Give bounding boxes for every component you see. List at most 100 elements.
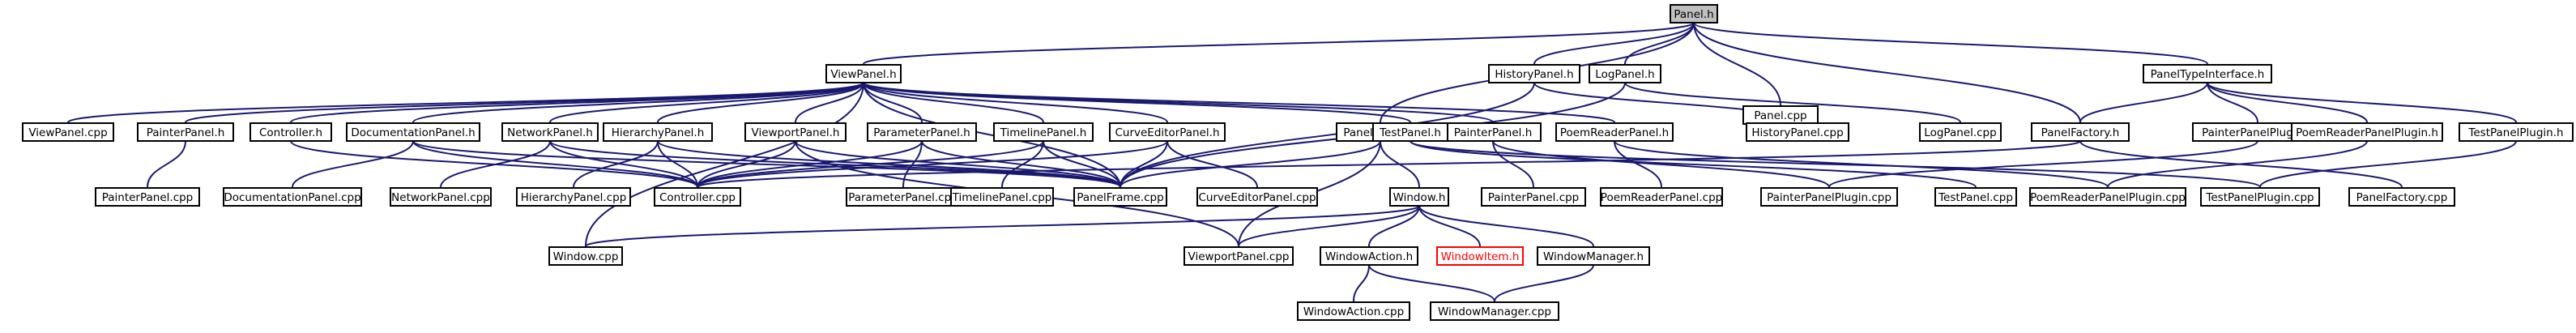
edge-panelframe-h-to-panelframe-cpp xyxy=(1120,132,1384,188)
edge-documentationpanel-h-to-panelframe-cpp xyxy=(408,132,1121,188)
node-painterpanel-cpp-2[interactable]: PainterPanel.cpp xyxy=(1481,187,1586,207)
edge-logpanel-h-to-logpanel-cpp xyxy=(1621,74,1961,123)
edge-window-h-to-windowmanager-h xyxy=(1415,197,1594,247)
node-windowitem-h[interactable]: WindowItem.h xyxy=(1436,246,1524,266)
node-painterpanel-h-2[interactable]: PainterPanel.h xyxy=(1444,122,1542,142)
node-curveeditorpanel-h[interactable]: CurveEditorPanel.h xyxy=(1109,122,1226,142)
node-poemreaderpanel-h[interactable]: PoemReaderPanel.h xyxy=(1555,122,1674,142)
edge-timelinepanel-h-to-panelframe-cpp xyxy=(1039,132,1121,188)
node-logpanel-h[interactable]: LogPanel.h xyxy=(1589,64,1661,83)
node-label: WindowManager.h xyxy=(1543,250,1644,263)
node-panelframe-cpp[interactable]: PanelFrame.cpp xyxy=(1073,187,1167,207)
edge-timelinepanel-h-to-controller-cpp xyxy=(697,132,1047,188)
node-curveeditorpanel-cpp[interactable]: CurveEditorPanel.cpp xyxy=(1196,187,1318,207)
node-label: HistoryPanel.h xyxy=(1495,68,1573,81)
node-hierarchypanel-cpp[interactable]: HierarchyPanel.cpp xyxy=(516,187,631,207)
edge-viewpanel-h-to-timelinepanel-h xyxy=(859,74,1044,123)
node-timelinepanel-h[interactable]: TimelinePanel.h xyxy=(993,122,1094,142)
node-documentationpanel-cpp[interactable]: DocumentationPanel.cpp xyxy=(223,187,362,207)
edge-panel-h-to-historypanel-h xyxy=(1533,14,1698,65)
node-windowmanager-cpp[interactable]: WindowManager.cpp xyxy=(1430,301,1559,321)
edge-documentationpanel-h-to-documentationpanel-cpp xyxy=(292,132,417,188)
edge-paneltypeinterface-h-to-painterpanelplugin-h xyxy=(2203,74,2258,123)
node-documentationpanel-h[interactable]: DocumentationPanel.h xyxy=(346,122,480,142)
node-logpanel-cpp[interactable]: LogPanel.cpp xyxy=(1919,122,2002,142)
node-viewpanel-cpp[interactable]: ViewPanel.cpp xyxy=(22,122,114,142)
edge-poemreaderpanel-h-to-poemreaderpanel-cpp xyxy=(1610,132,1662,188)
node-networkpanel-cpp[interactable]: NetworkPanel.cpp xyxy=(390,187,492,207)
edge-curveeditorpanel-h-to-curveeditorpanel-cpp xyxy=(1163,132,1258,188)
node-label: ParameterPanel.h xyxy=(873,126,970,139)
node-parameterpanel-h[interactable]: ParameterPanel.h xyxy=(867,122,977,142)
node-historypanel-cpp[interactable]: HistoryPanel.cpp xyxy=(1746,122,1849,142)
node-painterpanel-cpp[interactable]: PainterPanel.cpp xyxy=(95,187,200,207)
edge-painterpanel-h-to-painterpanel-cpp xyxy=(147,132,190,188)
node-panel-cpp[interactable]: Panel.cpp xyxy=(1742,105,1819,125)
node-box xyxy=(993,122,1094,142)
node-window-h[interactable]: Window.h xyxy=(1389,187,1449,207)
node-box xyxy=(249,122,332,142)
node-painterpanelplugin-cpp[interactable]: PainterPanelPlugin.cpp xyxy=(1760,187,1898,207)
edge-panel-h-to-panel-cpp xyxy=(1690,14,1781,106)
edge-painterpanel-h-2-to-painterpanel-cpp-2 xyxy=(1489,132,1534,188)
node-paneltypeinterface-h[interactable]: PanelTypeInterface.h xyxy=(2143,64,2272,83)
edge-documentationpanel-h-to-controller-cpp xyxy=(409,132,698,188)
node-panelfactory-cpp[interactable]: PanelFactory.cpp xyxy=(2348,187,2455,207)
node-hierarchypanel-h[interactable]: HierarchyPanel.h xyxy=(603,122,713,142)
node-box xyxy=(1436,246,1524,266)
edge-viewportpanel-h-to-controller-cpp xyxy=(697,132,800,188)
node-testpanelplugin-h[interactable]: TestPanelPlugin.h xyxy=(2459,122,2574,142)
node-label: WindowManager.cpp xyxy=(1438,305,1551,318)
edge-curveeditorpanel-h-to-panelframe-cpp xyxy=(1120,132,1171,188)
edge-hierarchypanel-h-to-panelframe-cpp xyxy=(653,132,1121,188)
edge-viewpanel-h-to-hierarchypanel-h xyxy=(657,74,868,123)
node-label: PainterPanel.h xyxy=(147,126,225,139)
edge-painterpanelplugin-h-to-painterpanelplugin-cpp xyxy=(1828,132,2262,188)
node-box xyxy=(22,122,114,142)
node-box xyxy=(1389,187,1449,207)
node-label: Controller.cpp xyxy=(659,191,736,204)
node-parameterpanel-cpp[interactable]: ParameterPanel.cpp xyxy=(846,187,961,207)
node-label: TestPanel.h xyxy=(1379,126,1441,139)
node-label: PanelTypeInterface.h xyxy=(2151,68,2265,81)
node-controller-h[interactable]: Controller.h xyxy=(249,122,332,142)
node-label: ViewPanel.cpp xyxy=(28,126,107,139)
node-label: PainterPanel.cpp xyxy=(102,191,194,204)
node-timelinepanel-cpp[interactable]: TimelinePanel.cpp xyxy=(950,187,1054,207)
node-label: DocumentationPanel.cpp xyxy=(224,191,360,204)
edge-parameterpanel-h-to-controller-cpp xyxy=(697,132,926,188)
node-panelfactory-h[interactable]: PanelFactory.h xyxy=(2031,122,2130,142)
node-box xyxy=(654,187,741,207)
edge-parameterpanel-h-to-parameterpanel-cpp xyxy=(902,132,926,188)
node-poemreaderpanelplugin-cpp[interactable]: PoemReaderPanelPlugin.cpp xyxy=(2029,187,2186,207)
node-painterpanel-h[interactable]: PainterPanel.h xyxy=(137,122,234,142)
edge-viewpanel-h-to-curveeditorpanel-h xyxy=(859,74,1168,123)
edge-networkpanel-h-to-panelframe-cpp xyxy=(545,132,1121,188)
node-testpanelplugin-cpp[interactable]: TestPanelPlugin.cpp xyxy=(2200,187,2320,207)
node-panel-h: Panel.h xyxy=(1670,4,1718,23)
node-viewportpanel-cpp[interactable]: ViewportPanel.cpp xyxy=(1184,246,1294,266)
node-box xyxy=(501,122,599,142)
node-poemreaderpanel-cpp[interactable]: PoemReaderPanel.cpp xyxy=(1600,187,1723,207)
edge-testpanelplugin-h-to-testpanelplugin-cpp xyxy=(2259,132,2520,188)
node-windowaction-h[interactable]: WindowAction.h xyxy=(1320,246,1418,266)
node-viewpanel-h[interactable]: ViewPanel.h xyxy=(825,64,902,83)
node-testpanel-h[interactable]: TestPanel.h xyxy=(1372,122,1448,142)
node-testpanel-cpp[interactable]: TestPanel.cpp xyxy=(1934,187,2017,207)
node-label: NetworkPanel.h xyxy=(507,126,593,139)
node-label: ViewportPanel.h xyxy=(752,126,840,139)
node-window-cpp[interactable]: Window.cpp xyxy=(548,246,623,266)
node-windowmanager-h[interactable]: WindowManager.h xyxy=(1537,246,1650,266)
node-label: PoemReaderPanelPlugin.h xyxy=(2296,126,2438,139)
node-label: Panel.h xyxy=(1674,8,1713,21)
node-controller-cpp[interactable]: Controller.cpp xyxy=(654,187,741,207)
node-networkpanel-h[interactable]: NetworkPanel.h xyxy=(501,122,599,142)
node-historypanel-h[interactable]: HistoryPanel.h xyxy=(1488,64,1580,83)
node-label: CurveEditorPanel.h xyxy=(1115,126,1219,139)
edge-viewpanel-h-to-viewportpanel-h xyxy=(795,74,868,123)
node-box xyxy=(2459,122,2574,142)
node-poemreaderpanelplugin-h[interactable]: PoemReaderPanelPlugin.h xyxy=(2291,122,2443,142)
node-label: PanelFrame.cpp xyxy=(1077,191,1163,204)
node-viewportpanel-h[interactable]: ViewportPanel.h xyxy=(744,122,847,142)
node-windowaction-cpp[interactable]: WindowAction.cpp xyxy=(1297,301,1410,321)
